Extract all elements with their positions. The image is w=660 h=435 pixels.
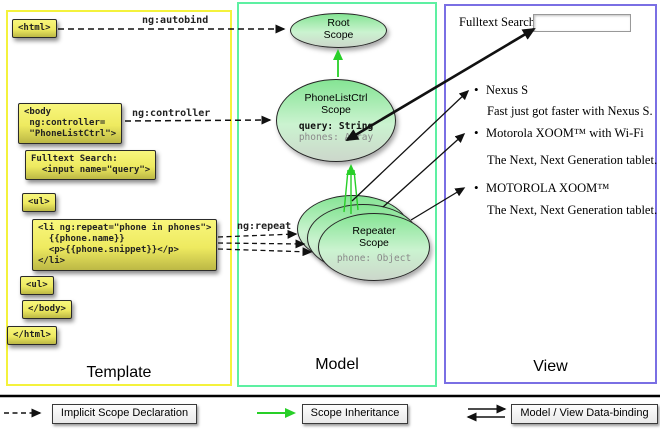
view-item-xoom: • MOTOROLA XOOM™: [474, 180, 610, 196]
code-box-html-close: </html>: [7, 326, 57, 345]
fulltext-search-input[interactable]: [533, 14, 631, 32]
ng-autobind-label: ng:autobind: [142, 15, 209, 26]
legend-scope-inheritance-label: Scope Inheritance: [302, 404, 408, 424]
ng-repeat-label: ng:repeat: [237, 221, 292, 232]
template-panel-label: Template: [86, 364, 152, 381]
prop-phones: phones: Array: [298, 132, 374, 143]
root-scope-title: Root Scope: [323, 17, 354, 41]
root-scope-ellipse: Root Scope: [290, 13, 387, 48]
legend-data-binding-label: Model / View Data-binding: [511, 404, 658, 424]
view-panel-label: View: [533, 358, 568, 375]
view-item-desc: The Next, Next Generation tablet.: [487, 203, 658, 217]
code-box-body-open: <body ng:controller= "PhoneListCtrl">: [18, 103, 123, 144]
code-box-html-open: <html>: [12, 19, 57, 38]
phonelistctrl-scope-ellipse: PhoneListCtrl Scope query: String phones…: [276, 79, 396, 162]
bullet-icon: •: [474, 82, 479, 97]
bullet-icon: •: [474, 125, 479, 140]
repeater-scope-title: Repeater Scope: [352, 225, 396, 249]
bullet-icon: •: [474, 180, 479, 195]
view-item-desc: Fast just got faster with Nexus S.: [487, 104, 653, 118]
code-box-fulltext-markup: Fulltext Search: <input name="query">: [25, 150, 157, 180]
view-item-nexus: • Nexus S: [474, 82, 528, 98]
ng-controller-label: ng:controller: [132, 108, 211, 119]
model-panel: Model: [237, 2, 437, 387]
code-box-body-close: </body>: [22, 300, 72, 319]
prop-query: query: String: [298, 121, 374, 132]
code-box-ul-open: <ul>: [22, 193, 56, 212]
fulltext-search-label: Fulltext Search:: [459, 15, 539, 29]
view-item-name: MOTOROLA XOOM™: [486, 181, 610, 195]
legend-implicit-scope-label: Implicit Scope Declaration: [52, 404, 197, 424]
view-item-desc: The Next, Next Generation tablet.: [487, 153, 658, 167]
phonelistctrl-scope-title: PhoneListCtrl Scope: [304, 92, 368, 116]
view-item-name: Nexus S: [486, 83, 529, 97]
code-box-ul-second: <ul>: [20, 276, 54, 295]
view-item-name: Motorola XOOM™ with Wi-Fi: [486, 126, 644, 140]
repeater-scope-ellipse-front: Repeater Scope phone: Object: [318, 213, 430, 281]
view-item-xoom-wifi: • Motorola XOOM™ with Wi-Fi: [474, 125, 644, 141]
prop-phone: phone: Object: [336, 253, 412, 264]
code-box-li-repeat: <li ng:repeat="phone in phones"> {{phone…: [32, 219, 218, 271]
model-panel-label: Model: [315, 356, 359, 373]
